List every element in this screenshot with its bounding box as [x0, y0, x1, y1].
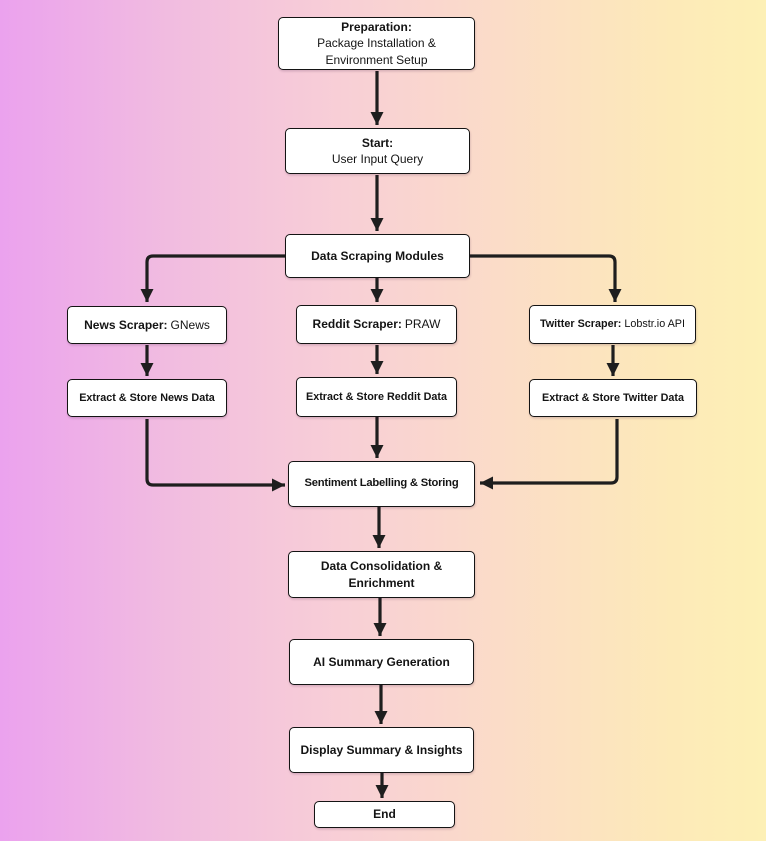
node-reddit-scraper-prefix: Reddit Scraper: [312, 317, 402, 332]
node-display-summary-label: Display Summary & Insights [300, 742, 463, 757]
node-consolidation-label: Data Consolidation & Enrichment [320, 559, 443, 590]
node-extract-reddit-label: Extract & Store Reddit Data [306, 390, 447, 403]
node-twitter-scraper: Twitter Scraper:Lobstr.io API [529, 305, 696, 344]
node-reddit-scraper: Reddit Scraper:PRAW [296, 305, 457, 344]
node-news-scraper-prefix: News Scraper: [84, 317, 168, 332]
node-reddit-scraper-value: PRAW [404, 317, 441, 332]
node-extract-news: Extract & Store News Data [67, 379, 227, 417]
arrow-extractnews-to-sentiment [145, 419, 285, 492]
node-ai-summary-label: AI Summary Generation [313, 654, 450, 669]
node-start-body: User Input Query [331, 152, 424, 166]
node-extract-twitter-label: Extract & Store Twitter Data [542, 391, 684, 404]
node-extract-news-label: Extract & Store News Data [79, 391, 215, 404]
node-twitter-scraper-value: Lobstr.io API [624, 318, 686, 331]
node-display-summary: Display Summary & Insights [289, 727, 474, 773]
node-news-scraper: News Scraper:GNews [67, 306, 227, 344]
node-preparation-body: Package Installation & Environment Setup [317, 36, 436, 67]
node-ai-summary: AI Summary Generation [289, 639, 474, 685]
arrow-extracttwitter-to-sentiment [480, 419, 619, 490]
node-data-consolidation: Data Consolidation & Enrichment [288, 551, 475, 598]
node-end-label: End [373, 807, 396, 822]
node-news-scraper-value: GNews [170, 317, 210, 332]
node-extract-twitter: Extract & Store Twitter Data [529, 379, 697, 417]
node-extract-reddit: Extract & Store Reddit Data [296, 377, 457, 417]
node-data-scraping-label: Data Scraping Modules [311, 248, 444, 263]
node-start: Start: User Input Query [285, 128, 470, 174]
node-sentiment-labelling: Sentiment Labelling & Storing [288, 461, 475, 507]
arrow-scraping-to-twitter [470, 254, 622, 302]
node-twitter-scraper-prefix: Twitter Scraper: [539, 318, 622, 331]
node-data-scraping-modules: Data Scraping Modules [285, 234, 470, 278]
node-preparation: Preparation: Package Installation & Envi… [278, 17, 475, 70]
node-start-title: Start: [361, 135, 394, 150]
node-end: End [314, 801, 455, 828]
arrow-scraping-to-news [140, 254, 285, 302]
node-preparation-title: Preparation: [341, 20, 412, 35]
node-sentiment-label: Sentiment Labelling & Storing [304, 477, 459, 490]
